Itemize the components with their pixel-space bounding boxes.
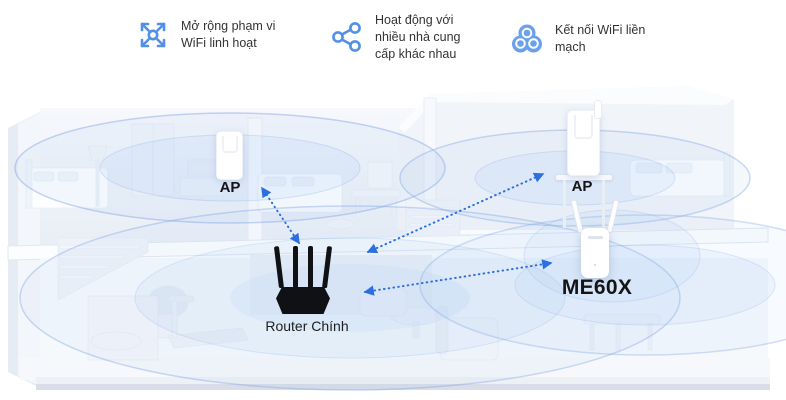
ap-right-shelf	[556, 175, 612, 180]
router-antenna	[293, 246, 298, 288]
ap-right-label: AP	[571, 178, 593, 195]
router-label: Router Chính	[265, 318, 349, 334]
seamless-mesh-icon	[512, 24, 542, 53]
ap-left-device	[216, 131, 243, 180]
extender-led	[593, 263, 597, 266]
me60x-extender-device	[570, 199, 620, 278]
feature-seamless-mesh: Kết nối WiFi liền mạch	[510, 22, 770, 56]
multi-provider-nodes-icon	[332, 22, 361, 53]
router-body	[276, 287, 330, 314]
ap-right-antenna	[594, 100, 602, 119]
ap-left-slot	[221, 136, 238, 153]
expand-arrows-icon	[140, 22, 166, 48]
ap-right-slot	[574, 115, 593, 139]
feature-extend-range-label: Mở rộng phạm vi WiFi linh hoạt	[181, 19, 276, 50]
main-router-device	[273, 246, 332, 314]
feature-multi-provider: Hoạt động với nhiều nhà cung cấp khác nh…	[330, 12, 580, 63]
furniture	[25, 123, 731, 361]
wifi-link-arrows	[261, 172, 553, 296]
extender-label: ME60X	[561, 276, 633, 299]
router-antenna	[273, 246, 284, 289]
extender-logo	[587, 236, 603, 239]
router-antenna	[308, 246, 313, 288]
feature-extend-range: Mở rộng phạm vi WiFi linh hoạt	[136, 18, 386, 52]
feature-multi-provider-label: Hoạt động với nhiều nhà cung cấp khác nh…	[375, 13, 461, 61]
extender-body	[581, 228, 609, 278]
ap-right-device	[567, 100, 602, 176]
ap-right-shelf-leg	[563, 180, 566, 228]
ap-right-shelf-leg	[602, 180, 605, 228]
wifi-coverage	[14, 112, 786, 391]
ap-left-label: AP	[219, 179, 241, 196]
feature-seamless-mesh-label: Kết nối WiFi liền mạch	[555, 23, 646, 54]
